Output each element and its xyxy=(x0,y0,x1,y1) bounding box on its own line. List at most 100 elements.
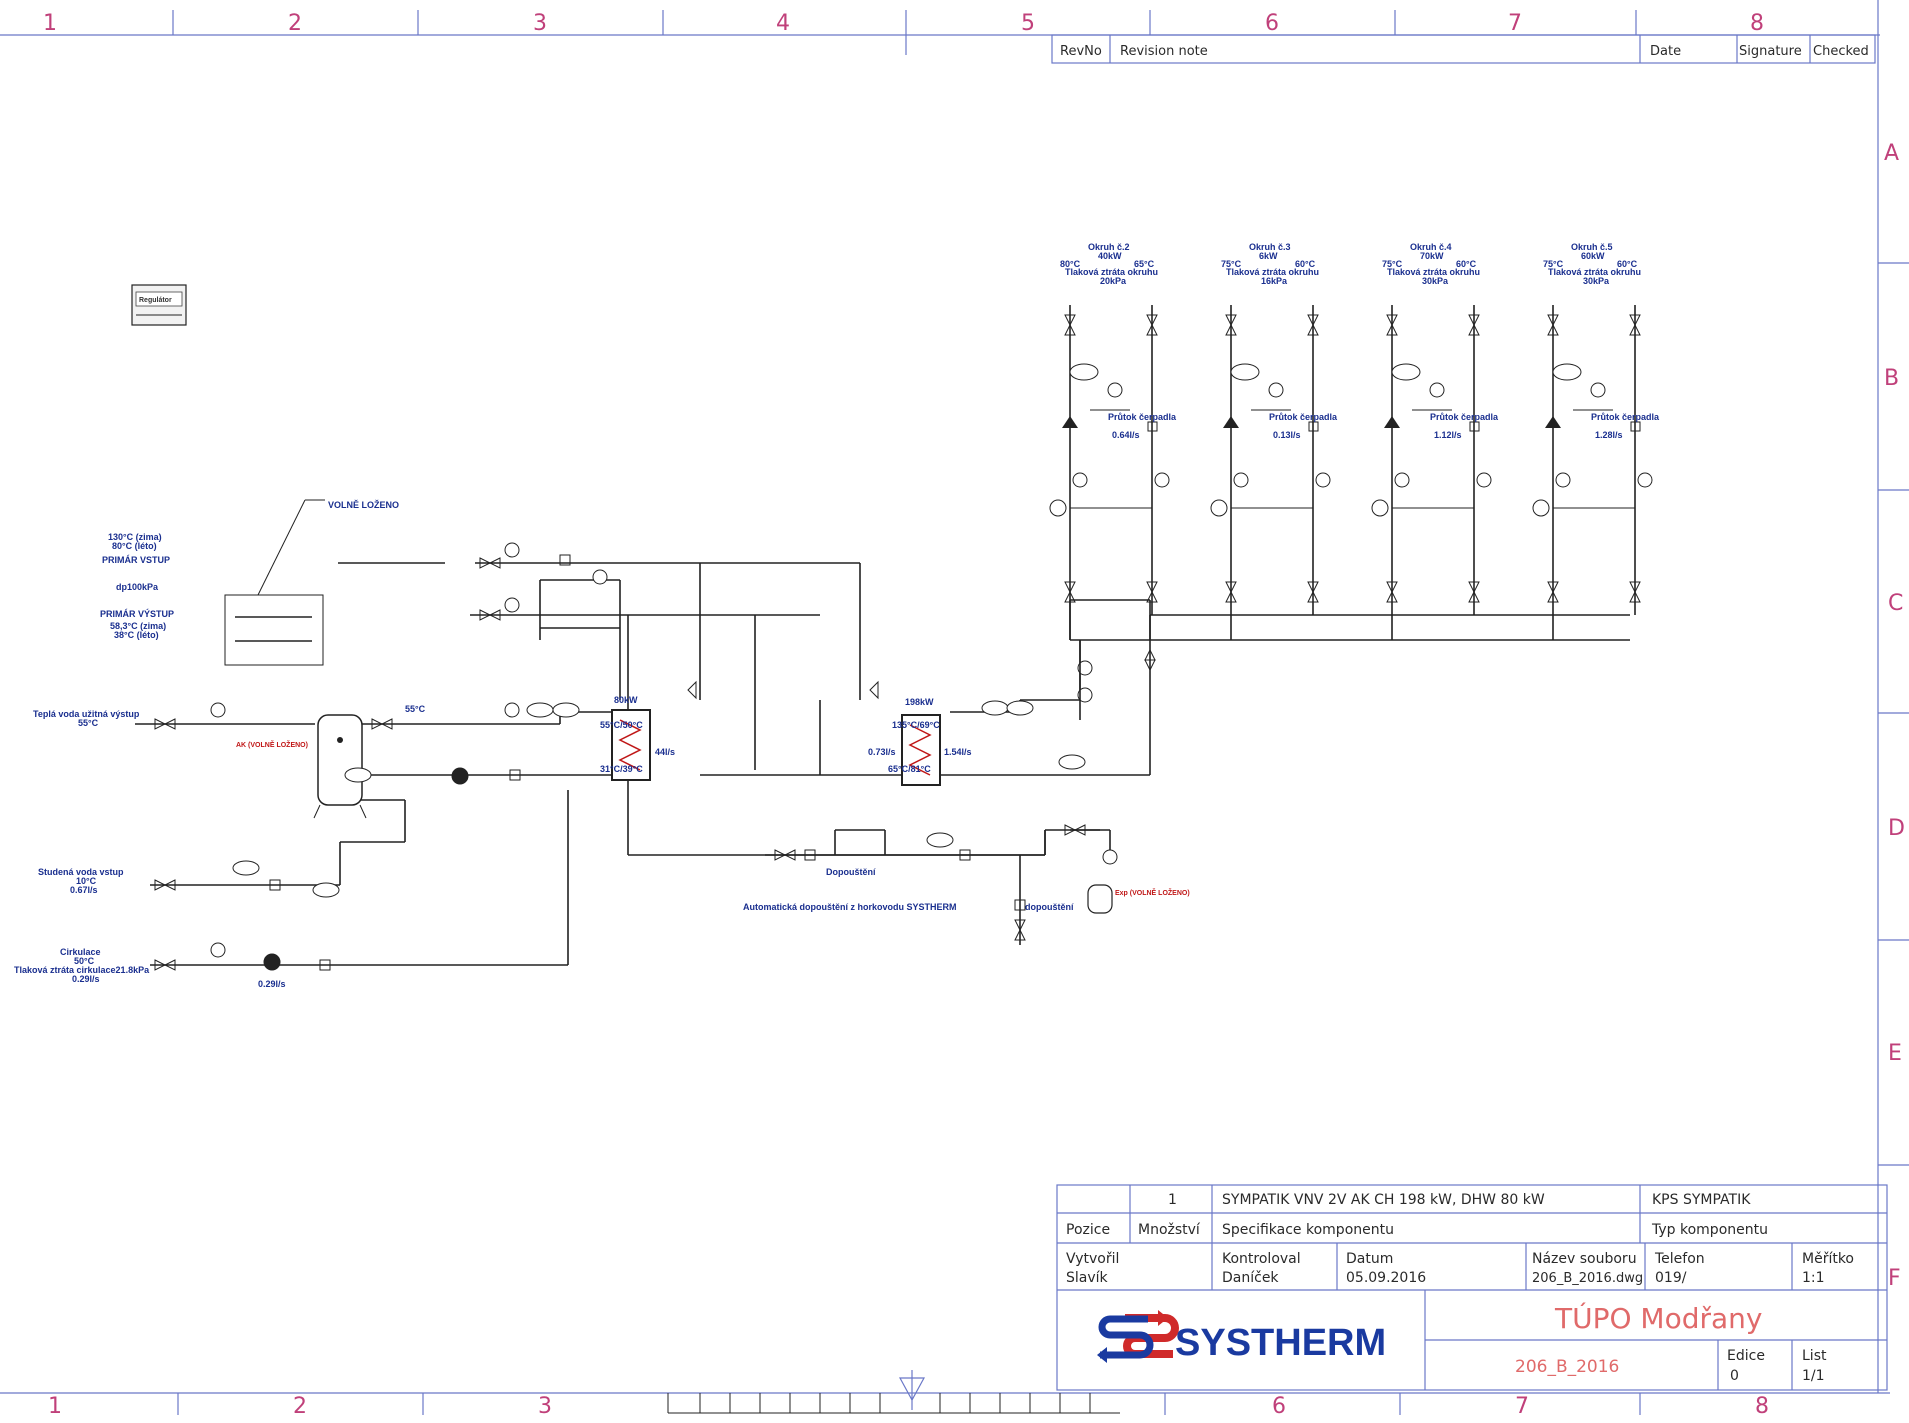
hx2-power: 198kW xyxy=(905,697,934,707)
circuit-flow: 1.28l/s xyxy=(1595,430,1623,440)
systherm-logo: SYSTHERM xyxy=(1097,1310,1386,1364)
pipework-main xyxy=(135,562,1151,966)
row-label: F xyxy=(1888,1266,1901,1291)
circuit-flow: 0.13l/s xyxy=(1273,430,1301,440)
signature-header: Signature xyxy=(1739,44,1802,59)
circuit-flow-label: Průtok čerpadla xyxy=(1269,412,1338,422)
circ-temp: 50°C xyxy=(74,956,95,966)
row-label: D xyxy=(1888,816,1905,841)
primary-dp: dp100kPa xyxy=(116,582,159,592)
circuit-temp-in: 75°C xyxy=(1221,259,1242,269)
circuit-temp-in: 75°C xyxy=(1382,259,1403,269)
circuit-temp-out: 60°C xyxy=(1295,259,1316,269)
tb-qty-label: Množství xyxy=(1138,1222,1201,1238)
primary-block: VOLNĚ LOŽENO 130°C (zima) 80°C (léto) PR… xyxy=(100,499,399,666)
heat-exchanger-2: 198kW 135°C/69°C 65°C/81°C 0.73l/s 1.54l… xyxy=(868,697,972,786)
circuit-loss: 30kPa xyxy=(1583,276,1610,286)
col-label: 1 xyxy=(43,11,57,36)
dhw-out-label: Teplá voda užitná výstup xyxy=(33,709,140,719)
tb-date-label: Datum xyxy=(1346,1251,1393,1267)
tb-spec-label: Specifikace komponentu xyxy=(1222,1222,1394,1238)
circuit-flow-label: Průtok čerpadla xyxy=(1430,412,1499,422)
circuit-name: Okruh č.4 xyxy=(1410,242,1452,252)
refill-label: Dopouštění xyxy=(826,867,876,877)
circuit-flow: 0.64l/s xyxy=(1112,430,1140,440)
circuit-loss-label: Tlaková ztráta okruhu xyxy=(1065,267,1158,277)
col-label: 2 xyxy=(288,11,302,36)
tb-phone-value: 019/ xyxy=(1655,1270,1687,1286)
secondary-header xyxy=(1069,599,1630,720)
tb-phone-label: Telefon xyxy=(1654,1251,1705,1267)
date-header: Date xyxy=(1650,44,1681,59)
tb-position-value: 1 xyxy=(1168,1192,1177,1208)
expansion-vessel: Exp (VOLNĚ LOŽENO) xyxy=(1087,884,1190,914)
tb-date-value: 05.09.2016 xyxy=(1346,1270,1426,1286)
col-label: 8 xyxy=(1755,1394,1769,1419)
hx1-power: 80kW xyxy=(614,695,638,705)
primary-in-label: PRIMÁR VSTUP xyxy=(102,555,170,565)
tb-type-label: Typ komponentu xyxy=(1651,1222,1768,1238)
circuit-loss-label: Tlaková ztráta okruhu xyxy=(1387,267,1480,277)
tb-scale-value: 1:1 xyxy=(1802,1270,1825,1286)
cold-in-flow: 0.67l/s xyxy=(70,885,98,895)
hx1-temp-1: 55°C/50°C xyxy=(600,720,643,730)
cold-in-temp: 10°C xyxy=(76,876,97,886)
col-label: 2 xyxy=(293,1394,307,1419)
storage-tank: AK (VOLNĚ LOŽENO) xyxy=(236,714,367,819)
row-label: E xyxy=(1888,1041,1902,1066)
tb-file-value: 206_B_2016.dwg xyxy=(1532,1271,1643,1286)
primary-temp-out: 58,3°C (zima) xyxy=(110,621,166,631)
hx2-flow-right: 1.54l/s xyxy=(944,747,972,757)
circuit-temp-out: 60°C xyxy=(1456,259,1477,269)
title-block: 1 SYMPATIK VNV 2V AK CH 198 kW, DHW 80 k… xyxy=(1056,1184,1888,1391)
circuit-power: 6kW xyxy=(1259,251,1278,261)
tb-file-label: Název souboru xyxy=(1532,1251,1637,1267)
tank-label: AK (VOLNĚ LOŽENO) xyxy=(236,740,308,749)
frame-labels: 1 2 3 4 5 6 7 8 1 2 3 6 7 8 A B C D E F xyxy=(43,11,1905,1419)
circuit-loss-label: Tlaková ztráta okruhu xyxy=(1548,267,1641,277)
col-label: 6 xyxy=(1265,11,1279,36)
circuit-loss: 20kPa xyxy=(1100,276,1127,286)
tb-type-value: KPS SYMPATIK xyxy=(1652,1192,1751,1208)
circuit-loss: 30kPa xyxy=(1422,276,1449,286)
hx2-temp-2: 65°C/81°C xyxy=(888,764,931,774)
circuit-flow-label: Průtok čerpadla xyxy=(1591,412,1660,422)
col-label: 3 xyxy=(533,11,547,36)
circuit-flow-label: Průtok čerpadla xyxy=(1108,412,1177,422)
checked-header: Checked xyxy=(1813,44,1869,59)
circ-loss: Tlaková ztráta cirkulace21.8kPa xyxy=(14,965,150,975)
col-label: 4 xyxy=(776,11,790,36)
refill-auto-label: Automatická dopouštění z horkovodu SYSTH… xyxy=(743,902,957,912)
col-label: 8 xyxy=(1750,11,1764,36)
tb-checked-value: Daníček xyxy=(1222,1270,1279,1286)
circuit-temp-out: 65°C xyxy=(1134,259,1155,269)
circuit-name: Okruh č.5 xyxy=(1571,242,1613,252)
circuit-flow: 1.12l/s xyxy=(1434,430,1462,440)
circuit-name: Okruh č.3 xyxy=(1249,242,1291,252)
col-label: 5 xyxy=(1021,11,1035,36)
hx2-flow-left: 0.73l/s xyxy=(868,747,896,757)
primary-temp-out-summer: 38°C (léto) xyxy=(114,630,159,640)
col-label: 3 xyxy=(538,1394,552,1419)
tb-scale-label: Měřítko xyxy=(1802,1251,1854,1267)
row-label: C xyxy=(1888,591,1903,616)
valves xyxy=(154,554,1156,971)
row-label: A xyxy=(1884,141,1899,166)
col-label: 7 xyxy=(1508,11,1522,36)
drawing-number: 206_B_2016 xyxy=(1515,1357,1619,1377)
circuit-power: 40kW xyxy=(1098,251,1122,261)
tb-checked-label: Kontroloval xyxy=(1222,1251,1301,1267)
tb-created-value: Slavík xyxy=(1066,1270,1109,1286)
circuit-loss-label: Tlaková ztráta okruhu xyxy=(1226,267,1319,277)
tb-sheet-value: 1/1 xyxy=(1802,1368,1825,1384)
tb-edition-value: 0 xyxy=(1730,1368,1739,1384)
hx2-temp-1: 135°C/69°C xyxy=(892,720,940,730)
circ-pump-flow: 0.29l/s xyxy=(258,979,286,989)
